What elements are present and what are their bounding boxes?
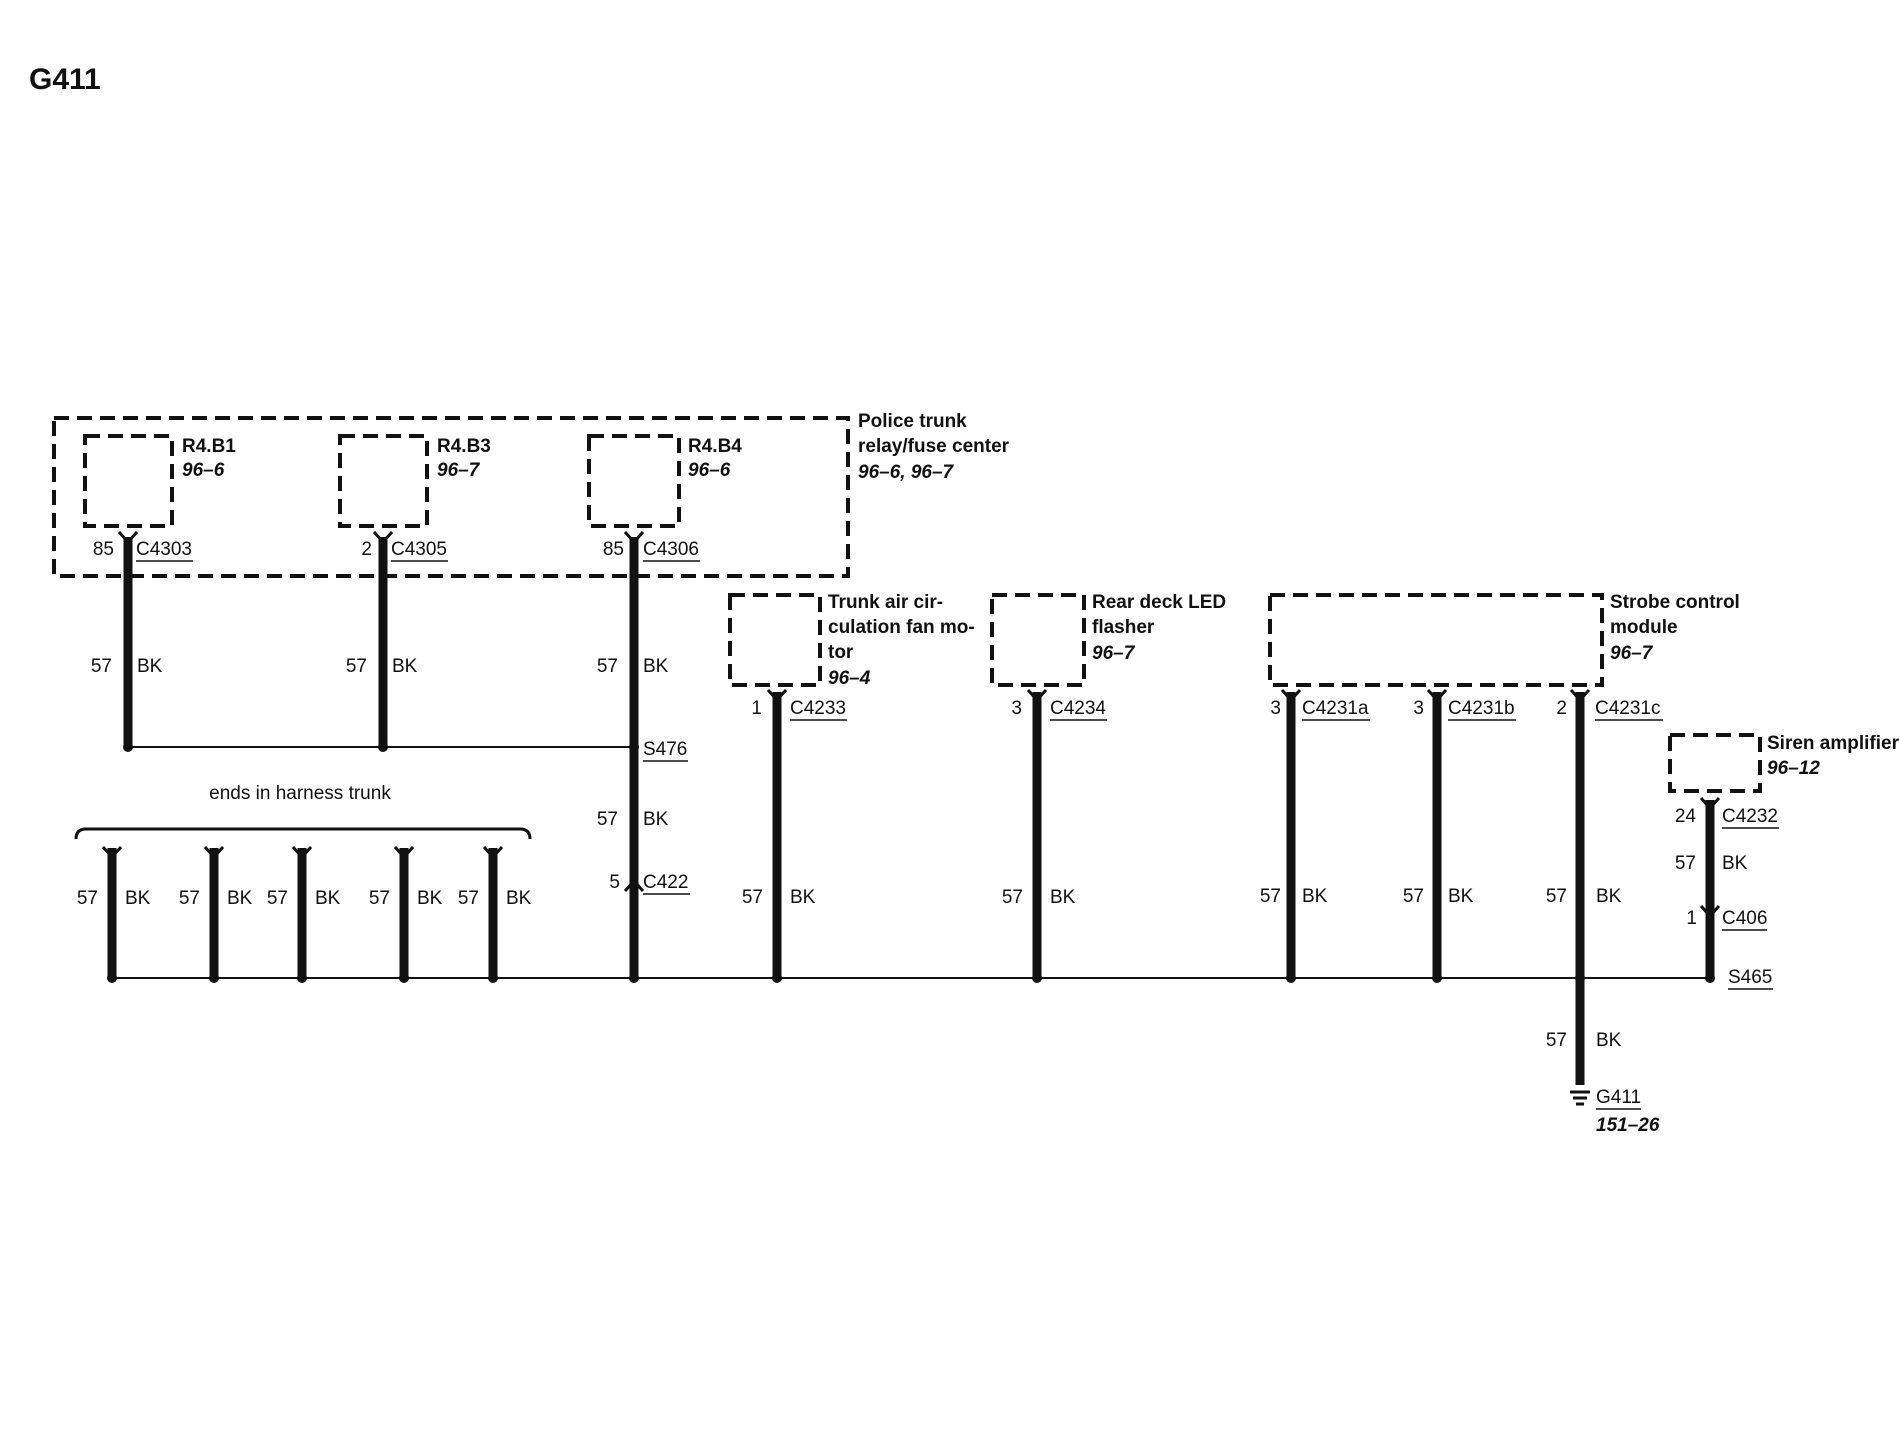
relay-r4b3-box bbox=[338, 434, 429, 528]
wire-r4b3-color: BK bbox=[392, 656, 418, 677]
wire-r4b3-circuit: 57 bbox=[346, 656, 367, 677]
wire-s476-color: BK bbox=[643, 809, 669, 830]
relay-r4b1-pin: 85 bbox=[93, 539, 114, 560]
harness-bracket bbox=[74, 827, 532, 840]
relay-r4b3-connector: C4305 bbox=[391, 539, 447, 560]
led-flasher-wire-color: BK bbox=[1050, 887, 1076, 908]
fan-motor-label-3: tor bbox=[828, 642, 854, 663]
siren-amp-wire-color: BK bbox=[1722, 853, 1748, 874]
siren-amp-label: Siren amplifier bbox=[1767, 733, 1900, 754]
strobe-c-wire-color: BK bbox=[1596, 886, 1622, 907]
relay-r4b4-ref: 96–6 bbox=[688, 460, 731, 481]
strobe-module-label-1: Strobe control bbox=[1610, 592, 1740, 613]
led-flasher-pin: 3 bbox=[1011, 698, 1022, 719]
harness-wire-2-circuit: 57 bbox=[179, 888, 200, 909]
siren-amp-wire-circuit: 57 bbox=[1675, 853, 1696, 874]
strobe-module-label-2: module bbox=[1610, 617, 1678, 638]
strobe-b-wire-color: BK bbox=[1448, 886, 1474, 907]
splice-s465-label: S465 bbox=[1728, 967, 1772, 988]
wire-r4b1-circuit: 57 bbox=[91, 656, 112, 677]
strobe-b-wire-circuit: 57 bbox=[1403, 886, 1424, 907]
relay-r4b1-ref: 96–6 bbox=[182, 460, 225, 481]
strobe-b-connector: C4231b bbox=[1448, 698, 1515, 719]
relay-center-label-1: Police trunk bbox=[858, 411, 967, 432]
relay-r4b4-pin: 85 bbox=[603, 539, 624, 560]
strobe-a-wire-circuit: 57 bbox=[1260, 886, 1281, 907]
fan-motor-wire-circuit: 57 bbox=[742, 887, 763, 908]
c406-pin: 1 bbox=[1686, 908, 1697, 929]
relay-r4b1-box bbox=[83, 434, 174, 528]
harness-wire-1-circuit: 57 bbox=[77, 888, 98, 909]
harness-wire-1-color: BK bbox=[125, 888, 151, 909]
led-flasher-label-1: Rear deck LED bbox=[1092, 592, 1226, 613]
fan-motor-pin: 1 bbox=[751, 698, 762, 719]
wire-s476-circuit: 57 bbox=[597, 809, 618, 830]
harness-note: ends in harness trunk bbox=[209, 783, 391, 804]
harness-wire-3-circuit: 57 bbox=[267, 888, 288, 909]
fan-motor-label-2: culation fan mo- bbox=[828, 617, 975, 638]
ground-ref: 151–26 bbox=[1596, 1115, 1660, 1136]
relay-r4b1-connector: C4303 bbox=[136, 539, 192, 560]
harness-wire-4-circuit: 57 bbox=[369, 888, 390, 909]
splice-s476-label: S476 bbox=[643, 739, 687, 760]
strobe-a-pin: 3 bbox=[1270, 698, 1281, 719]
c422-pin: 5 bbox=[609, 872, 620, 893]
c422-connector: C422 bbox=[643, 872, 688, 893]
relay-r4b4-name: R4.B4 bbox=[688, 436, 742, 457]
strobe-module-box bbox=[1268, 593, 1604, 687]
relay-r4b4-box bbox=[587, 434, 681, 528]
relay-r4b3-ref: 96–7 bbox=[437, 460, 481, 481]
strobe-c-pin: 2 bbox=[1556, 698, 1567, 719]
relay-center-ref: 96–6, 96–7 bbox=[858, 462, 955, 483]
fan-motor-wire-color: BK bbox=[790, 887, 816, 908]
harness-wire-2-color: BK bbox=[227, 888, 253, 909]
harness-wire-5-color: BK bbox=[506, 888, 532, 909]
ground-symbol-icon bbox=[1570, 1090, 1590, 1106]
wire-r4b1-color: BK bbox=[137, 656, 163, 677]
relay-fuse-center: Police trunk relay/fuse center 96–6, 96–… bbox=[52, 411, 1010, 578]
c406-connector: C406 bbox=[1722, 908, 1767, 929]
relay-r4b3-pin: 2 bbox=[361, 539, 372, 560]
led-flasher-ref: 96–7 bbox=[1092, 643, 1136, 664]
ground-wire-circuit: 57 bbox=[1546, 1030, 1567, 1051]
relay-center-outline bbox=[52, 416, 850, 578]
wire-r4b4-circuit: 57 bbox=[597, 656, 618, 677]
siren-amp-pin: 24 bbox=[1675, 806, 1697, 827]
relay-center-label-2: relay/fuse center bbox=[858, 436, 1010, 457]
relay-r4b4-connector: C4306 bbox=[643, 539, 699, 560]
led-flasher-label-2: flasher bbox=[1092, 617, 1155, 638]
ground-wire-color: BK bbox=[1596, 1030, 1622, 1051]
harness-wire-5-circuit: 57 bbox=[458, 888, 479, 909]
wire-r4b4-color: BK bbox=[643, 656, 669, 677]
siren-amp-ref: 96–12 bbox=[1767, 758, 1820, 779]
harness-wire-4-color: BK bbox=[417, 888, 443, 909]
relay-r4b3-name: R4.B3 bbox=[437, 436, 491, 457]
relay-r4b1-name: R4.B1 bbox=[182, 436, 236, 457]
fan-motor-box bbox=[728, 593, 822, 687]
fan-motor-label-1: Trunk air cir- bbox=[828, 592, 943, 613]
led-flasher-wire-circuit: 57 bbox=[1002, 887, 1023, 908]
harness-ends: 57 BK 57 BK 57 BK 57 BK 57 BK bbox=[77, 845, 532, 978]
fan-motor-ref: 96–4 bbox=[828, 668, 871, 689]
ground-name: G411 bbox=[1596, 1087, 1641, 1108]
fan-motor-connector: C4233 bbox=[790, 698, 846, 719]
page-title: G411 bbox=[29, 63, 101, 96]
led-flasher-box bbox=[990, 593, 1086, 687]
harness-wire-3-color: BK bbox=[315, 888, 341, 909]
led-flasher-connector: C4234 bbox=[1050, 698, 1106, 719]
strobe-a-connector: C4231a bbox=[1302, 698, 1369, 719]
siren-amp-box bbox=[1668, 733, 1762, 793]
siren-amp-connector: C4232 bbox=[1722, 806, 1778, 827]
strobe-c-wire-circuit: 57 bbox=[1546, 886, 1567, 907]
strobe-a-wire-color: BK bbox=[1302, 886, 1328, 907]
strobe-module-ref: 96–7 bbox=[1610, 643, 1654, 664]
strobe-c-connector: C4231c bbox=[1595, 698, 1661, 719]
strobe-b-pin: 3 bbox=[1413, 698, 1424, 719]
